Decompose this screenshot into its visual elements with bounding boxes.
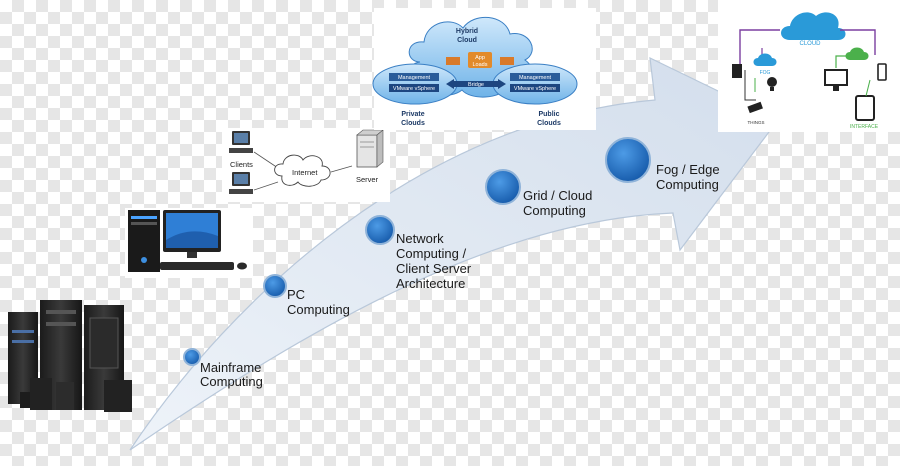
stage-label: Fog / Edge Computing: [656, 162, 723, 192]
private-clouds-2: Clouds: [401, 120, 425, 127]
private-clouds-1: Private: [401, 111, 424, 118]
server-label: Server: [356, 175, 379, 184]
stage-node: [263, 274, 287, 298]
stage-node: [183, 348, 201, 366]
stage-grid-cloud: Grid / Cloud Computing: [485, 169, 596, 218]
stage-label: Mainframe Computing: [200, 360, 265, 389]
client-server-illustration: Clients Internet Server: [222, 128, 390, 202]
stage-network: Network Computing / Client Server Archit…: [365, 215, 475, 291]
interface-label: INTERFACE: [850, 124, 879, 130]
lightbulb-icon: [767, 77, 777, 87]
stage-label: Network Computing / Client Server Archit…: [396, 231, 475, 291]
management-left: Management: [398, 75, 431, 81]
stage-node: [485, 169, 521, 205]
public-clouds-2: Clouds: [537, 120, 561, 127]
server-icon: [356, 129, 384, 168]
hybrid-cloud-title-2: Cloud: [457, 37, 477, 44]
bridge-label: Bridge: [468, 82, 484, 88]
internet-cloud-icon: [274, 154, 331, 187]
stage-label: PC Computing: [287, 287, 350, 317]
stage-node: [605, 137, 651, 183]
desktop-pc-illustration: [125, 208, 253, 278]
clients-label: Clients: [230, 160, 253, 169]
fog-cloud-icon-left: [753, 53, 777, 66]
stage-fog-edge: Fog / Edge Computing: [605, 137, 723, 192]
app-loads-1: App: [475, 55, 485, 61]
coffee-machine-icon: [732, 64, 742, 78]
mainframe-illustration: [8, 300, 132, 412]
tablet-icon: [855, 95, 875, 121]
internet-label: Internet: [292, 168, 318, 177]
hybrid-cloud-title-1: Hybrid: [456, 28, 478, 35]
vmware-left: VMware vSphere: [393, 86, 435, 92]
fog-label: FOG: [760, 70, 771, 76]
stage-node: [365, 215, 395, 245]
stage-mainframe: Mainframe Computing: [183, 348, 265, 389]
cloud-icon: [781, 12, 846, 40]
hybrid-cloud-illustration: Hybrid Cloud Management VMware vSphere M…: [372, 8, 596, 130]
iot-fog-cloud-illustration: CLOUD FOG THINGS INTERFACE: [718, 0, 900, 132]
app-loads-2: Loads: [473, 62, 488, 68]
vmware-right: VMware vSphere: [514, 86, 556, 92]
phone-icon: [877, 63, 887, 81]
things-label: THINGS: [747, 120, 764, 125]
cloud-label: CLOUD: [799, 41, 821, 47]
management-right: Management: [519, 75, 552, 81]
monitor-icon: [824, 69, 848, 86]
fog-cloud-icon-right: [845, 47, 869, 60]
stage-label: Grid / Cloud Computing: [523, 188, 596, 218]
camera-icon: [747, 101, 763, 114]
public-clouds-1: Public: [538, 111, 559, 118]
stage-pc: PC Computing: [263, 274, 350, 317]
